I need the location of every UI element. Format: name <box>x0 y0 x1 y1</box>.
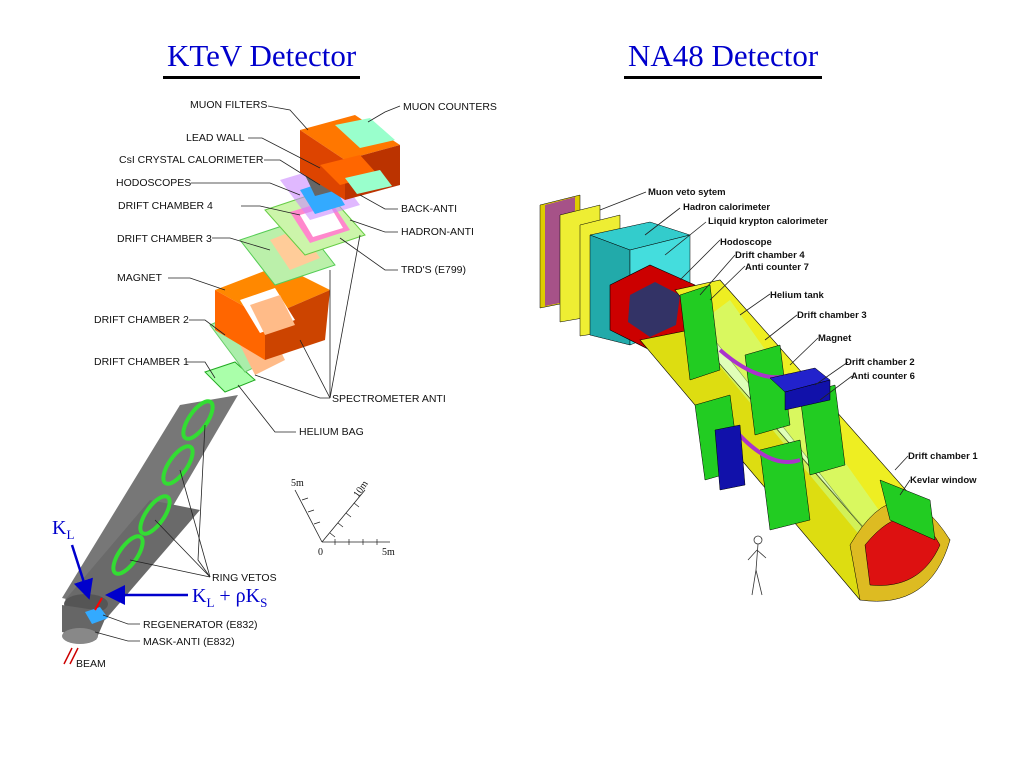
annotation-arrows <box>70 544 188 605</box>
na48-muon-veto-shape <box>539 194 621 337</box>
ktev-label-muon-counters: MUON COUNTERS <box>403 101 497 113</box>
na48-lkr-shape <box>609 264 696 351</box>
na48-label-dc4: Drift chamber 4 <box>735 250 805 261</box>
scale-label-origin: 0 <box>318 547 323 558</box>
ktev-label-helium-bag: HELIUM BAG <box>299 426 364 438</box>
ktev-label-dc3: DRIFT CHAMBER 3 <box>117 233 212 245</box>
ktev-label-magnet: MAGNET <box>117 272 163 284</box>
ktev-title: KTeV Detector <box>163 38 361 79</box>
annotation-kl-plus-rho-ks: KL + ρKS <box>192 585 267 610</box>
ktev-label-spectrometer-anti: SPECTROMETER ANTI <box>332 393 446 405</box>
ktev-label-back-anti: BACK-ANTI <box>401 203 457 215</box>
ktev-label-hodoscopes: HODOSCOPES <box>116 177 191 189</box>
ktev-label-lead-wall: LEAD WALL <box>186 132 245 144</box>
na48-label-dc1: Drift chamber 1 <box>908 451 978 462</box>
annotation-kl: KL <box>52 517 74 542</box>
ktev-label-beam: BEAM <box>76 658 106 670</box>
na48-label-helium-tank: Helium tank <box>770 290 825 301</box>
ktev-label-regenerator: REGENERATOR (E832) <box>143 619 258 631</box>
na48-leader-lines <box>599 191 911 496</box>
na48-drift-chambers-shape <box>679 284 846 531</box>
ktev-dc1-shape <box>204 361 256 393</box>
ktev-diagram: MUON FILTERS MUON COUNTERS LEAD WALL CsI… <box>52 99 497 670</box>
ktev-label-csi: CsI CRYSTAL CALORIMETER <box>119 154 264 166</box>
ktev-regenerator-shape <box>85 597 108 624</box>
ktev-label-dc1: DRIFT CHAMBER 1 <box>94 356 189 368</box>
ktev-label-mask-anti: MASK-ANTI (E832) <box>143 636 235 648</box>
ktev-label-dc4: DRIFT CHAMBER 4 <box>118 200 213 212</box>
scale-label-10m: 10m <box>351 479 370 500</box>
scale-label-5m-c: 5m <box>382 547 395 558</box>
na48-label-ac7: Anti counter 7 <box>745 262 809 273</box>
ktev-label-dc2: DRIFT CHAMBER 2 <box>94 314 189 326</box>
ktev-muon-filters-shape <box>300 115 400 200</box>
na48-label-kevlar: Kevlar window <box>910 475 977 486</box>
ktev-label-muon-filters: MUON FILTERS <box>190 99 267 111</box>
na48-label-dc3: Drift chamber 3 <box>797 310 867 321</box>
beam-arrows <box>63 647 79 665</box>
na48-label-lkr: Liquid krypton calorimeter <box>708 216 828 227</box>
na48-hadron-cal-shape <box>589 221 691 346</box>
scale-label-5m-a: 5m <box>291 478 304 489</box>
na48-title: NA48 Detector <box>624 38 823 79</box>
ktev-magnet-shape <box>215 265 330 360</box>
na48-label-magnet: Magnet <box>818 333 852 344</box>
ktev-label-hadron-anti: HADRON-ANTI <box>401 226 474 238</box>
na48-helium-tank-shape <box>639 279 951 601</box>
na48-label-ac6: Anti counter 6 <box>851 371 915 382</box>
ktev-label-trds: TRD'S (E799) <box>401 264 466 276</box>
ring-vetos-shapes <box>111 399 215 576</box>
na48-label-muon-veto: Muon veto sytem <box>648 187 726 198</box>
person-figure <box>747 535 767 596</box>
ktev-label-ring-vetos: RING VETOS <box>212 572 277 584</box>
ktev-scale-indicator <box>294 489 390 545</box>
na48-label-hodoscope: Hodoscope <box>720 237 772 248</box>
ktev-leader-lines <box>94 105 401 642</box>
na48-label-dc2: Drift chamber 2 <box>845 357 915 368</box>
na48-label-hadron-cal: Hadron calorimeter <box>683 202 770 213</box>
na48-kevlar-window-shape <box>849 479 951 602</box>
na48-magnet-shape <box>714 367 831 491</box>
